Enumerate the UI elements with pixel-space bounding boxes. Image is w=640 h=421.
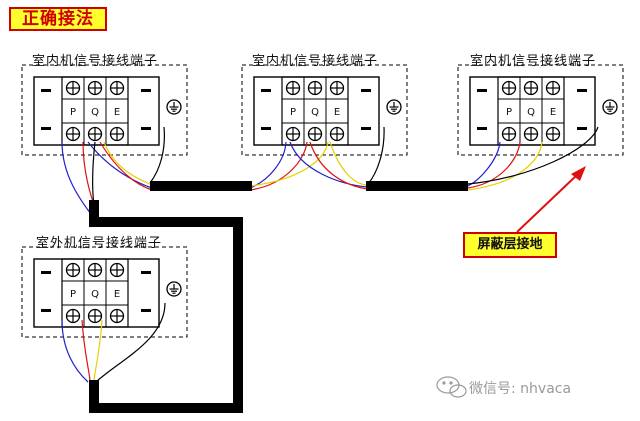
terminal-screw-icon (545, 126, 561, 142)
terminal-letter: P (290, 107, 296, 118)
ground-symbol-icon (166, 281, 182, 297)
wire-red (249, 141, 308, 191)
terminal-letter: Q (91, 289, 99, 300)
indoor-unit-label-1: 室内机信号接线端子 (32, 54, 159, 69)
terminal-letter: Q (527, 107, 535, 118)
wire-yellow (103, 141, 153, 186)
wire-yellow (249, 141, 329, 187)
terminal-screw-icon (307, 126, 323, 142)
terminal-screw-icon (65, 262, 81, 278)
terminal-screw-icon (523, 126, 539, 142)
diagram-title: 正确接法 (9, 7, 107, 31)
mount-slot (141, 127, 151, 130)
mount-slot (477, 89, 487, 92)
mount-slot (577, 127, 587, 130)
terminal-letter: P (70, 107, 76, 118)
terminal-screw-icon (87, 262, 103, 278)
terminal-strip (281, 76, 349, 146)
mount-slot (141, 89, 151, 92)
wire-yellow (467, 141, 543, 191)
watermark-text: 微信号: nhvaca (469, 381, 572, 397)
terminal-letter: E (550, 107, 556, 118)
panel-frame (457, 64, 624, 156)
wire-red (81, 319, 91, 381)
mount-slot (261, 89, 271, 92)
terminal-screw-icon (501, 80, 517, 96)
mount-slot (261, 127, 271, 130)
shield-ground-callout: 屏蔽层接地 (463, 232, 557, 258)
panel-frame (21, 64, 188, 156)
arrow-line (516, 173, 579, 233)
terminal-screw-icon (87, 308, 103, 324)
terminal-strip (61, 258, 129, 328)
terminal-letter: E (114, 289, 120, 300)
wire-red (309, 141, 369, 190)
wire-yellow (93, 319, 103, 381)
wire-red (467, 141, 521, 189)
wire-yellow (329, 141, 369, 186)
terminal-screw-icon (109, 262, 125, 278)
terminal-screw-icon (65, 80, 81, 96)
terminal-screw-icon (65, 308, 81, 324)
panel-frame (241, 64, 408, 156)
terminal-screw-icon (87, 80, 103, 96)
terminal-screw-icon (285, 126, 301, 142)
mount-slot (361, 89, 371, 92)
wire-shield (367, 126, 385, 185)
arrow-head (571, 166, 586, 181)
terminal-panels: P Q E P Q E P Q E P Q E (21, 64, 624, 338)
terminal-screw-icon (87, 126, 103, 142)
terminal-screw-icon (109, 308, 125, 324)
mount-slot (41, 271, 51, 274)
terminal-screw-icon (307, 80, 323, 96)
wire-blue (467, 141, 501, 187)
terminal-screw-icon (523, 80, 539, 96)
mount-slot (41, 89, 51, 92)
ground-symbol-icon (602, 99, 618, 115)
wechat-logo-icon (436, 376, 467, 398)
terminal-screw-icon (65, 126, 81, 142)
mount-slot (141, 309, 151, 312)
terminal-screw-icon (285, 80, 301, 96)
wire-red (99, 141, 153, 191)
mount-slot (361, 127, 371, 130)
terminal-letter: P (506, 107, 512, 118)
wire-shield (149, 126, 165, 184)
wire-shield (92, 141, 96, 206)
terminal-screw-icon (501, 126, 517, 142)
terminal-screw-icon (329, 126, 345, 142)
callout-arrow (516, 166, 586, 233)
indoor-unit-label-2: 室内机信号接线端子 (252, 54, 379, 69)
mount-slot (477, 127, 487, 130)
terminal-letter: Q (91, 107, 99, 118)
shielded-cable (89, 181, 468, 413)
wire-shield (95, 302, 166, 383)
terminal-screw-icon (109, 80, 125, 96)
wire-blue (249, 141, 287, 189)
mount-slot (577, 89, 587, 92)
terminal-strip (497, 76, 565, 146)
terminal-letter: E (334, 107, 340, 118)
terminal-letter: P (70, 289, 76, 300)
panel-frame (21, 246, 188, 338)
ground-symbol-icon (166, 99, 182, 115)
mount-slot (41, 309, 51, 312)
terminal-screw-icon (109, 126, 125, 142)
cable-to-outdoor (89, 200, 243, 413)
terminal-letter: E (114, 107, 120, 118)
wire-blue (289, 141, 369, 188)
terminal-screw-icon (329, 80, 345, 96)
wire-blue (61, 319, 89, 383)
mount-slot (41, 127, 51, 130)
terminal-screw-icon (545, 80, 561, 96)
terminal-letter: Q (311, 107, 319, 118)
mount-slot (141, 271, 151, 274)
wire-shield (467, 126, 599, 185)
ground-symbol-icon (386, 99, 402, 115)
